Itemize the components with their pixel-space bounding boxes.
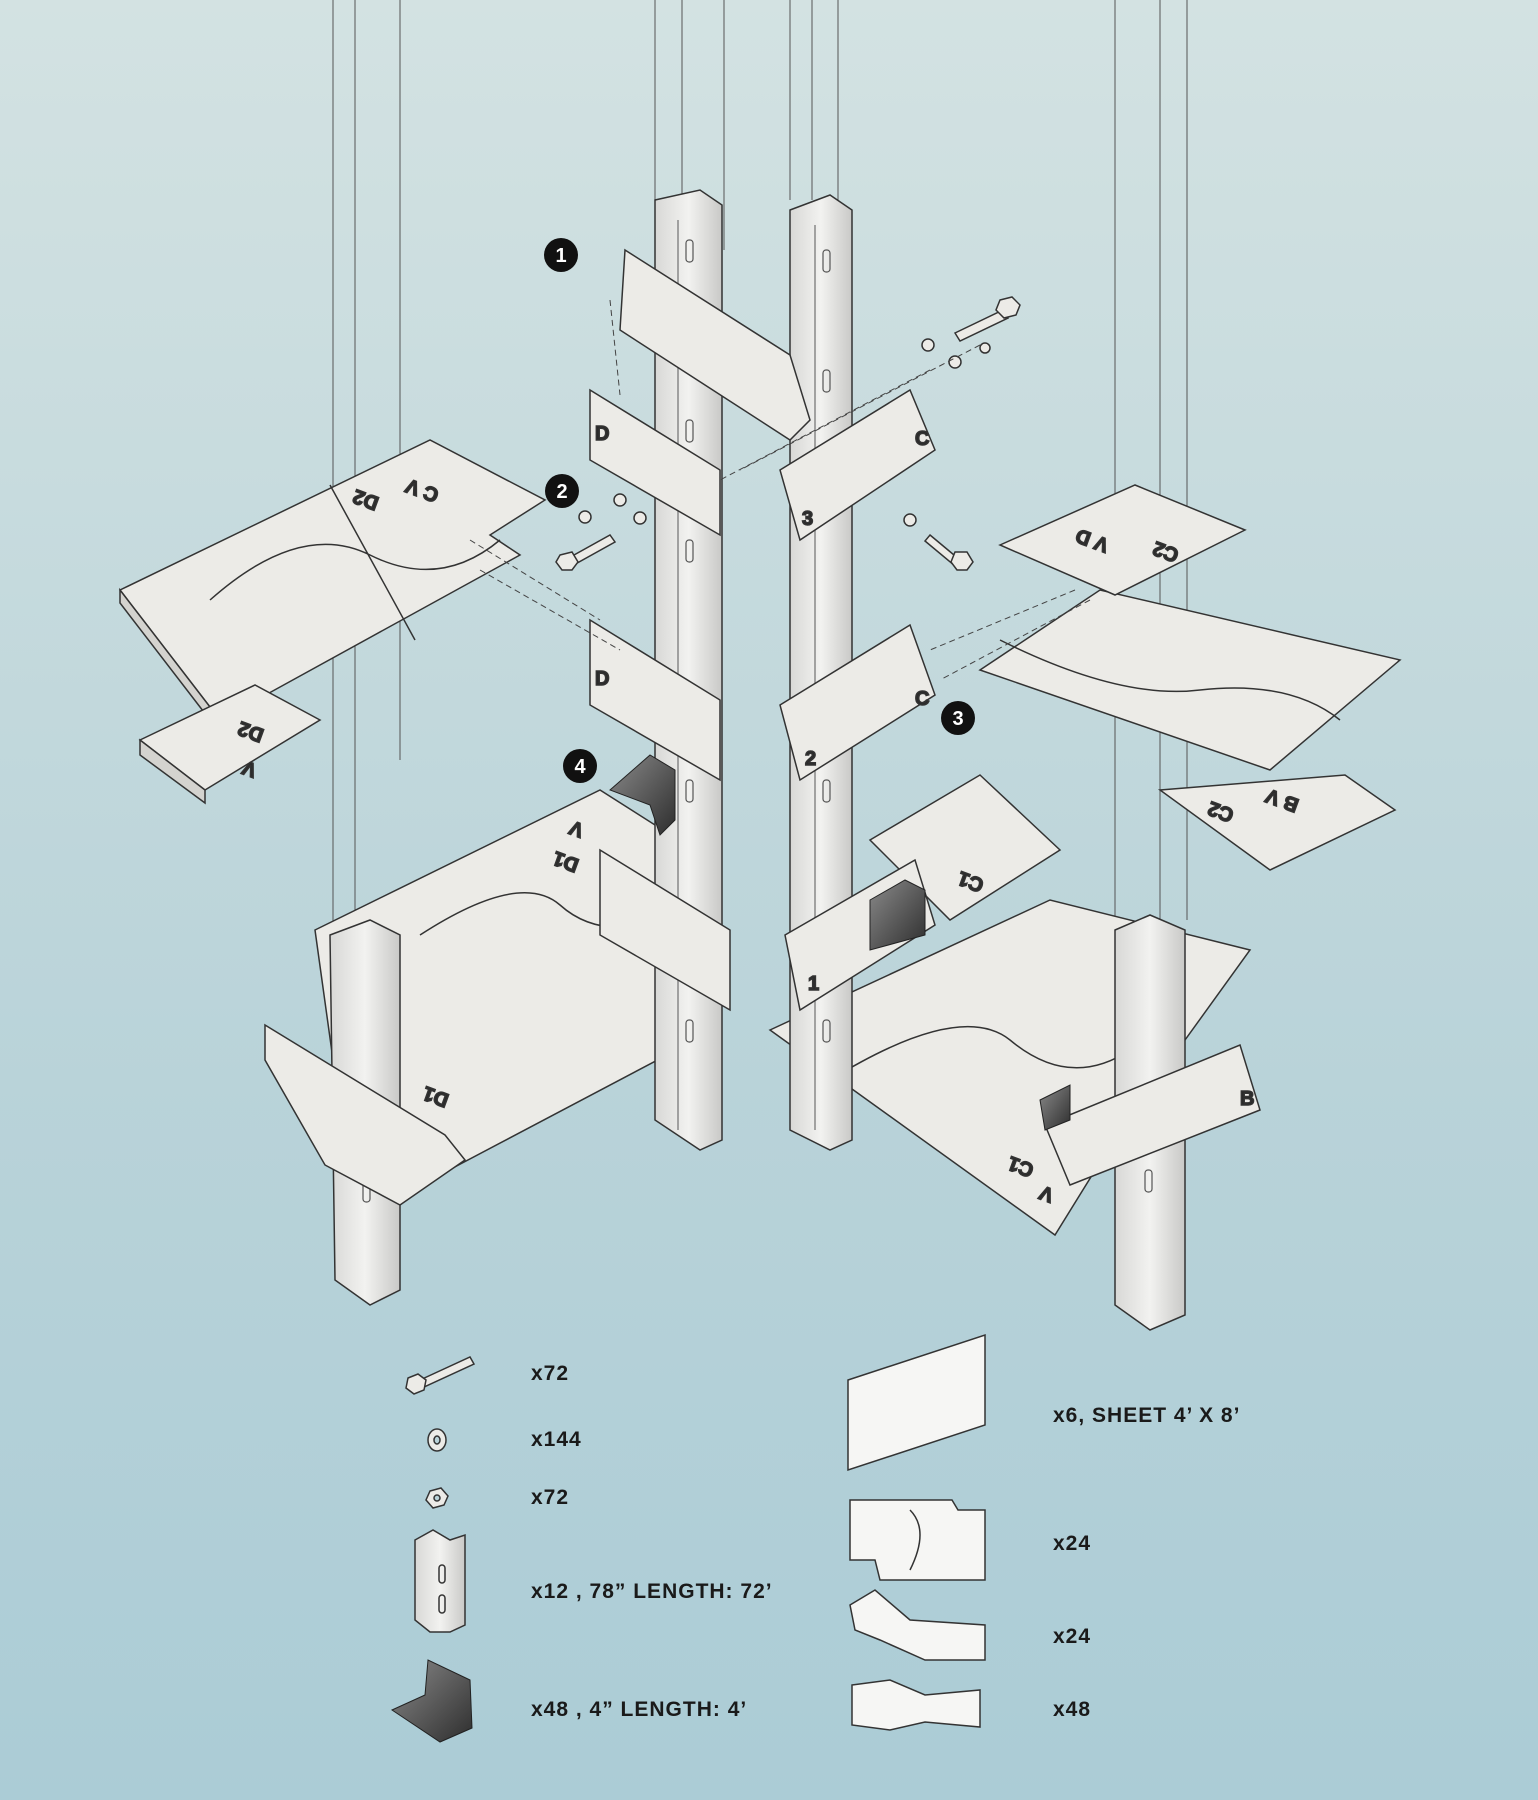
straight-connector-icon [849, 1499, 986, 1581]
label-d-mid: D [595, 668, 609, 690]
label-c-mid: C [915, 688, 929, 710]
bolt-icon [405, 1356, 476, 1395]
angle-bracket-icon [390, 1659, 473, 1743]
connector-assembly-2: D C 2 [589, 618, 936, 782]
bent-connector-icon [851, 1679, 981, 1731]
washer-icon [427, 1428, 447, 1452]
legend-washer-qty: x144 [531, 1428, 582, 1451]
legend-bent-connector-qty: x48 [1053, 1698, 1092, 1721]
alignment-lines [469, 299, 1091, 681]
connector-assembly-3: D C 3 [589, 388, 936, 542]
connector-left-column [264, 1023, 467, 1206]
legend-sheet-qty: x6, SHEET 4’ X 8’ [1053, 1404, 1241, 1427]
svg-text:1: 1 [555, 245, 566, 267]
label-b: B [1240, 1088, 1254, 1110]
hanging-lines [332, 0, 1188, 1070]
label-1: 1 [808, 973, 819, 995]
right-upper-panel: V D C2 C2 B V [978, 484, 1402, 871]
angle-brackets [609, 754, 1071, 1131]
strut-channel-icon [414, 1529, 466, 1633]
label-vd: V D [1073, 524, 1112, 556]
legend-strut-qty: x12 , 78” LENGTH: 72’ [531, 1580, 773, 1603]
callout-2: 2 [545, 474, 579, 508]
plywood-sheet-icon [847, 1333, 986, 1472]
label-3: 3 [802, 508, 813, 530]
callout-3: 3 [941, 701, 975, 735]
connector-right-column: B [1044, 1043, 1261, 1186]
legend-bracket-qty: x48 , 4” LENGTH: 4’ [531, 1698, 748, 1721]
left-upper-panel: D2 C V D2 V [118, 439, 547, 805]
legend-angled-connector-qty: x24 [1053, 1625, 1092, 1648]
loose-hardware [555, 296, 1021, 571]
label-2: 2 [805, 748, 816, 770]
top-loose-connector [619, 248, 811, 441]
label-c-top: C [915, 428, 929, 450]
svg-text:3: 3 [952, 708, 963, 730]
legend-nut-qty: x72 [531, 1486, 570, 1509]
svg-text:2: 2 [556, 481, 567, 503]
label-d-top: D [595, 423, 609, 445]
callout-4: 4 [563, 749, 597, 783]
callout-1: 1 [544, 238, 578, 272]
angled-connector-icon [849, 1589, 986, 1661]
svg-text:4: 4 [574, 756, 586, 778]
legend-straight-connector-qty: x24 [1053, 1532, 1092, 1555]
legend-bolt-qty: x72 [531, 1362, 570, 1385]
column-slots [362, 239, 1153, 1203]
nut-icon [425, 1487, 449, 1509]
